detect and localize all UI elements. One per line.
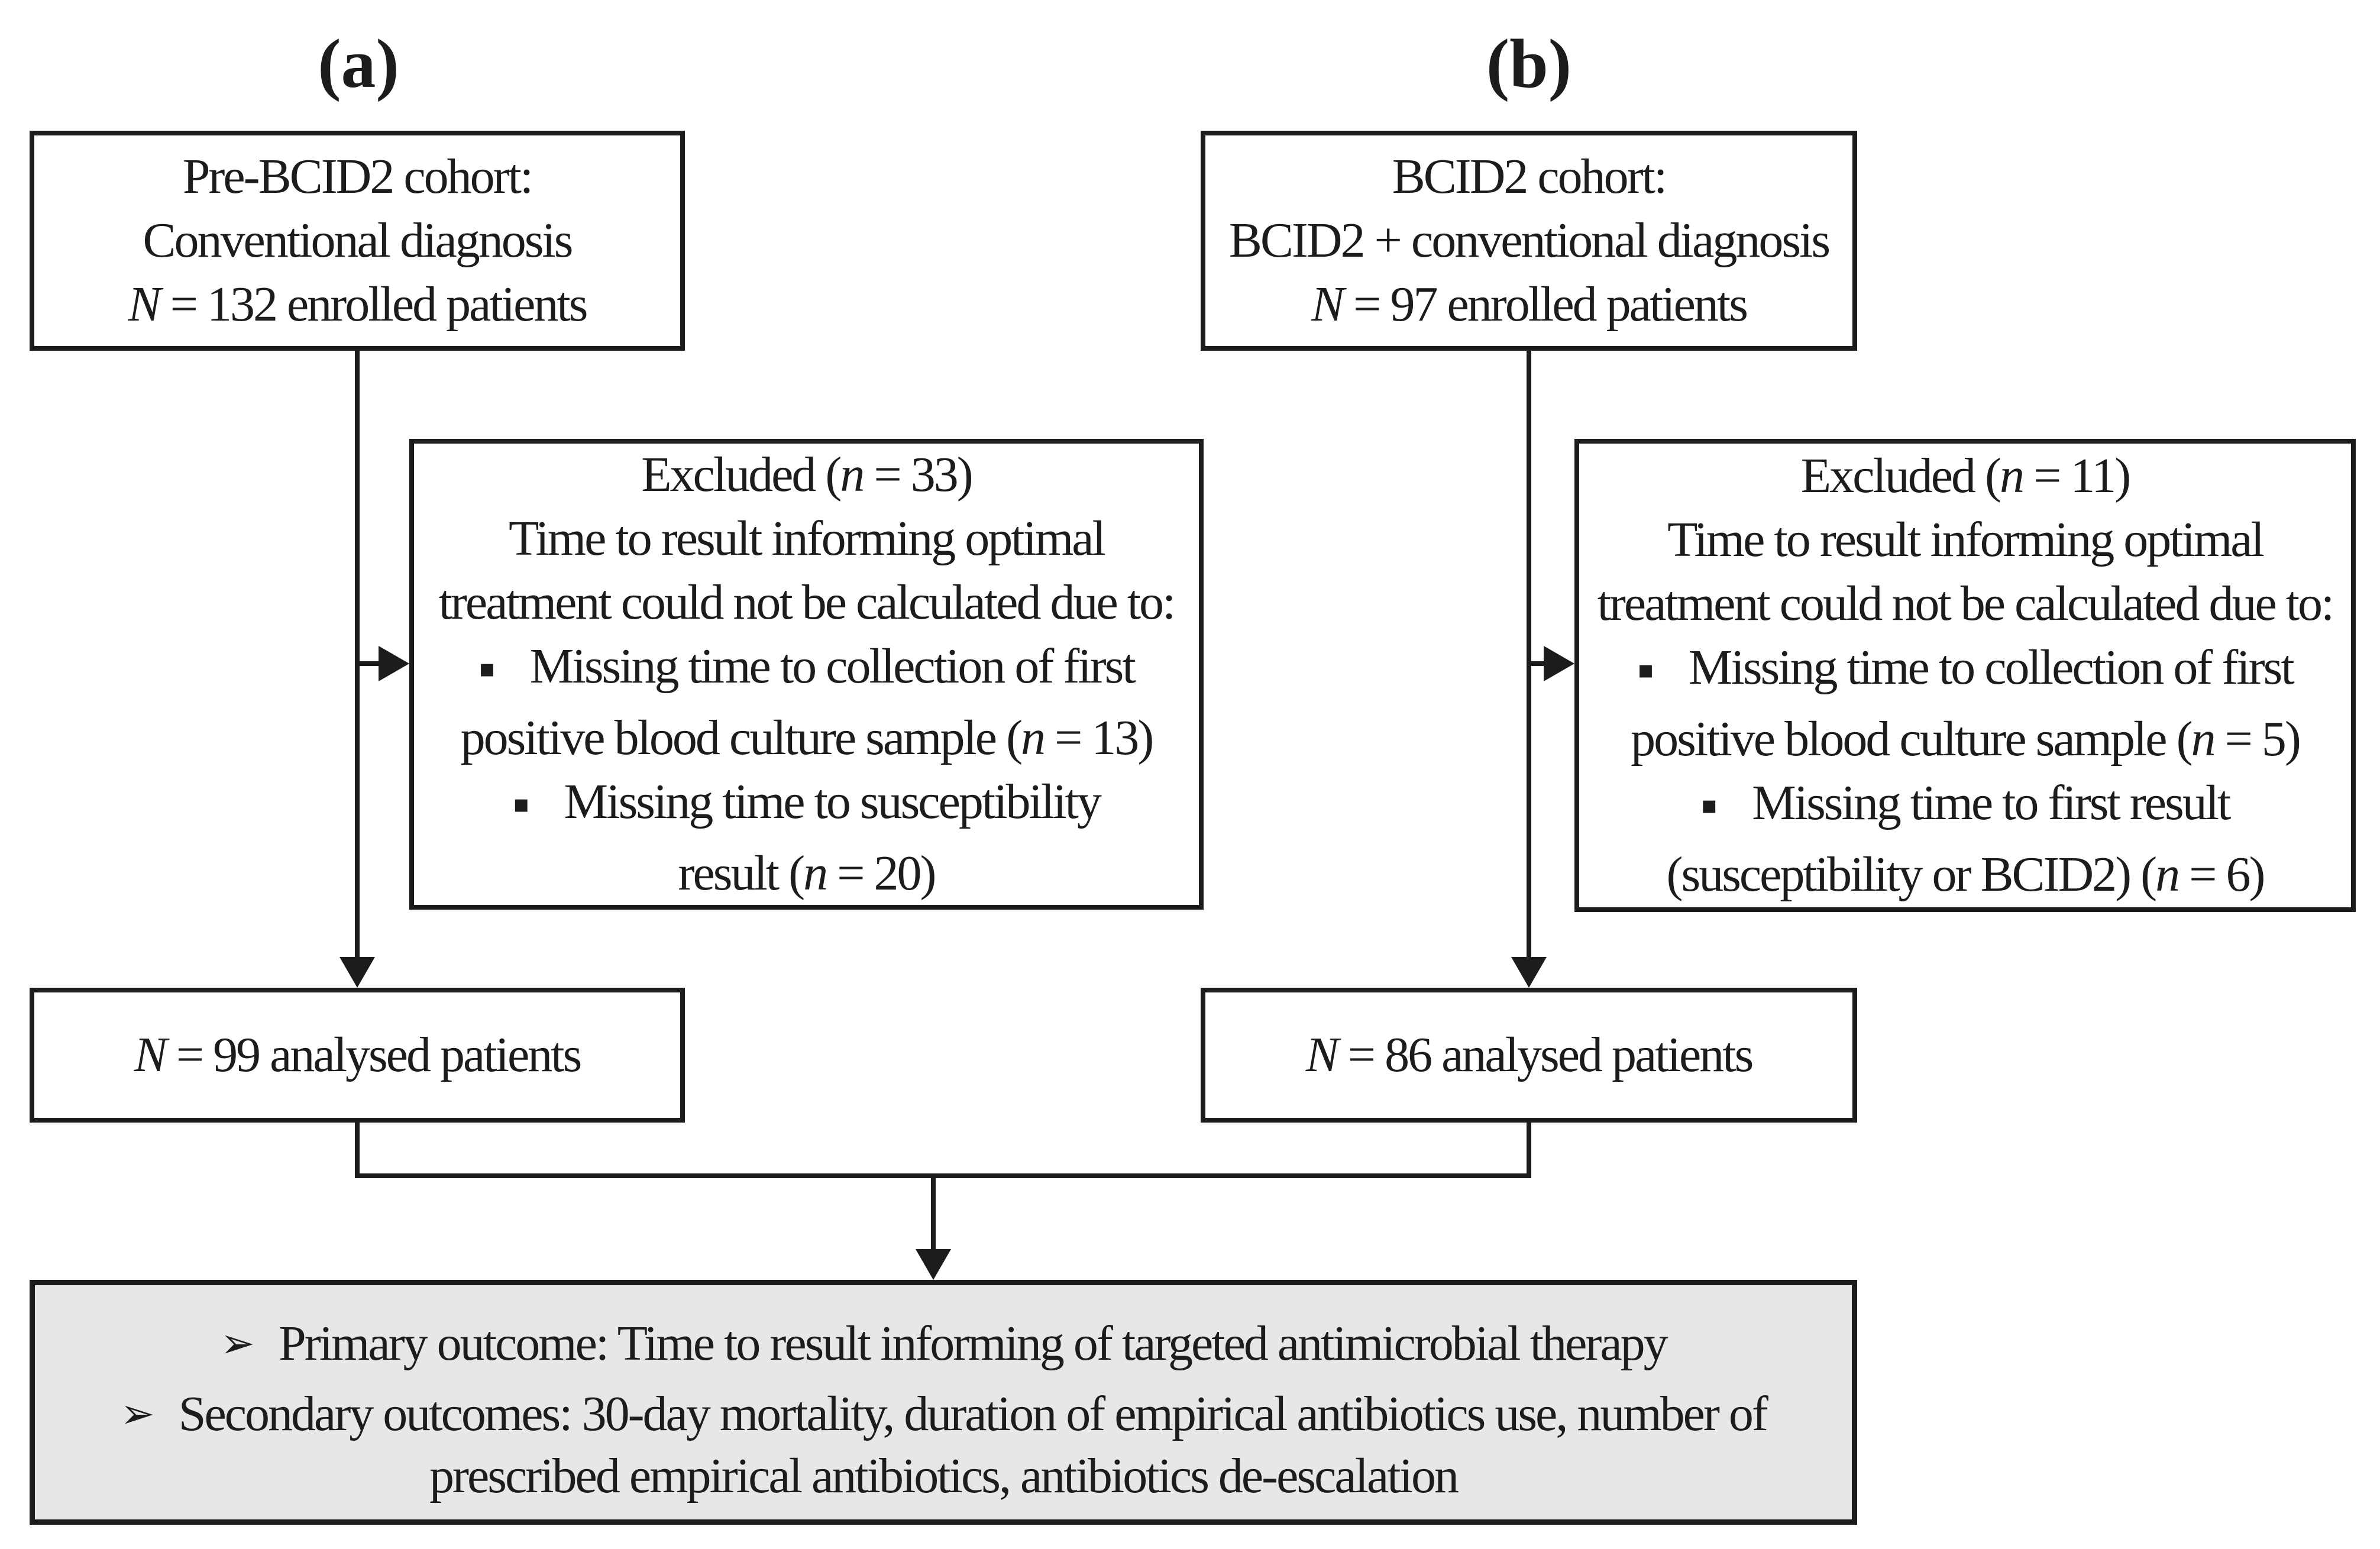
text-line: positive blood culture sample (n = 5): [1631, 712, 2301, 767]
square-bullet-icon: ▪: [478, 654, 496, 683]
connector-branch-excluded-b: [1527, 661, 1548, 666]
text-line: Conventional diagnosis: [143, 213, 574, 268]
text-line: prescribed empirical antibiotics, antibi…: [429, 1448, 1459, 1503]
box-outcomes: ➢Primary outcome: Time to result informi…: [30, 1280, 1857, 1525]
text-line: N = 86 analysed patients: [1305, 1027, 1754, 1082]
text-line: positive blood culture sample (n = 13): [460, 710, 1155, 765]
text-line: Time to result informing optimal: [509, 511, 1106, 566]
arrowhead-down-analysed-b: [1511, 957, 1547, 988]
connector-trunk-b: [1527, 349, 1531, 958]
text-line: BCID2 + conventional diagnosis: [1228, 213, 1831, 268]
text-line: ▪Missing time to collection of first: [1637, 640, 2294, 695]
text-line: (susceptibility or BCID2) (n = 6): [1666, 847, 2266, 902]
arrowhead-down-analysed-a: [339, 957, 375, 988]
text-line: Pre-BCID2 cohort:: [182, 149, 534, 204]
arrow-bullet-icon: ➢: [220, 1319, 256, 1367]
text-line: Excluded (n = 33): [641, 447, 974, 502]
connector-merge-a: [355, 1121, 360, 1178]
arrowhead-right-excluded-a: [379, 646, 409, 681]
text-line: N = 99 analysed patients: [134, 1027, 583, 1082]
connector-branch-excluded-a: [355, 661, 383, 666]
square-bullet-icon: ▪: [513, 789, 530, 818]
text-line: BCID2 cohort:: [1392, 149, 1668, 204]
text-line: Time to result informing optimal: [1667, 512, 2265, 567]
box-excluded-pre-bcid2: Excluded (n = 33) Time to result informin…: [409, 439, 1204, 910]
panel-label-b: (b): [1486, 25, 1572, 102]
square-bullet-icon: ▪: [1637, 655, 1654, 684]
box-bcid2-enrolled: BCID2 cohort: BCID2 + conventional diagno…: [1201, 131, 1857, 351]
text-line: treatment could not be calculated due to…: [1597, 576, 2335, 631]
box-excluded-bcid2: Excluded (n = 11) Time to result informin…: [1574, 439, 2356, 912]
arrowhead-right-excluded-b: [1544, 646, 1574, 681]
box-analysed-bcid2: N = 86 analysed patients: [1201, 988, 1857, 1123]
text-line: ➢Secondary outcomes: 30-day mortality, d…: [120, 1386, 1768, 1441]
text-line: ▪Missing time to collection of first: [478, 639, 1136, 694]
panel-label-a: (a): [318, 25, 399, 102]
box-analysed-pre-bcid2: N = 99 analysed patients: [30, 988, 685, 1123]
arrow-bullet-icon: ➢: [120, 1389, 155, 1438]
connector-merge-center: [931, 1177, 936, 1252]
text-line: N = 97 enrolled patients: [1311, 277, 1748, 332]
text-line: Excluded (n = 11): [1800, 448, 2131, 503]
text-line: N = 132 enrolled patients: [128, 277, 588, 332]
text-line: ▪Missing time to susceptibility: [513, 774, 1102, 829]
arrowhead-down-outcomes: [916, 1249, 951, 1280]
text-line: ▪Missing time to first result: [1700, 775, 2232, 830]
connector-trunk-a: [355, 349, 360, 958]
text-line: treatment could not be calculated due to…: [438, 575, 1176, 630]
square-bullet-icon: ▪: [1700, 790, 1718, 819]
connector-merge-rail: [355, 1173, 1531, 1178]
connector-merge-b: [1527, 1121, 1531, 1178]
text-line: result (n = 20): [678, 846, 937, 901]
text-line: ➢Primary outcome: Time to result informi…: [220, 1316, 1668, 1371]
